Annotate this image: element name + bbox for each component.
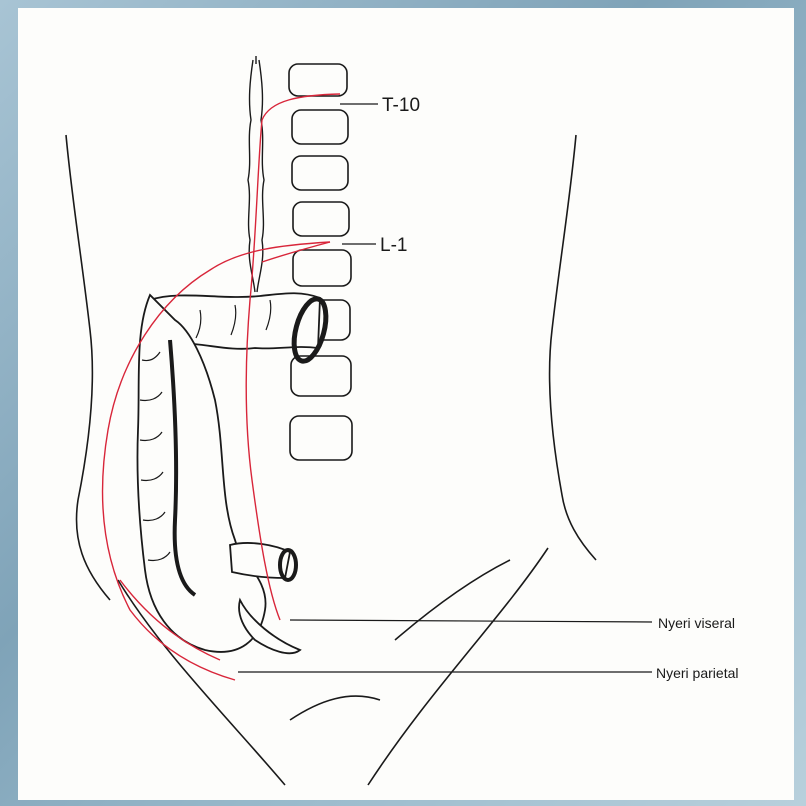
label-visceral-pain: Nyeri viseral xyxy=(658,615,735,631)
inguinal-line xyxy=(395,560,510,640)
torso-right-side xyxy=(550,135,596,560)
torso-left-side xyxy=(66,135,110,600)
pubic-line xyxy=(290,696,380,720)
spinal-cord xyxy=(248,56,264,292)
leader-visceral xyxy=(290,620,652,622)
label-l1: L-1 xyxy=(380,235,407,256)
vertebra xyxy=(292,110,348,144)
vertebra xyxy=(289,64,347,96)
vertebra xyxy=(293,202,349,236)
colon xyxy=(137,293,331,653)
vertebra xyxy=(293,250,351,286)
label-t10: T-10 xyxy=(382,95,420,116)
groin-right xyxy=(368,548,548,785)
label-parietal-pain: Nyeri parietal xyxy=(656,665,738,681)
vertebra xyxy=(290,416,352,460)
vertebral-column xyxy=(289,64,352,460)
vertebra xyxy=(292,156,348,190)
